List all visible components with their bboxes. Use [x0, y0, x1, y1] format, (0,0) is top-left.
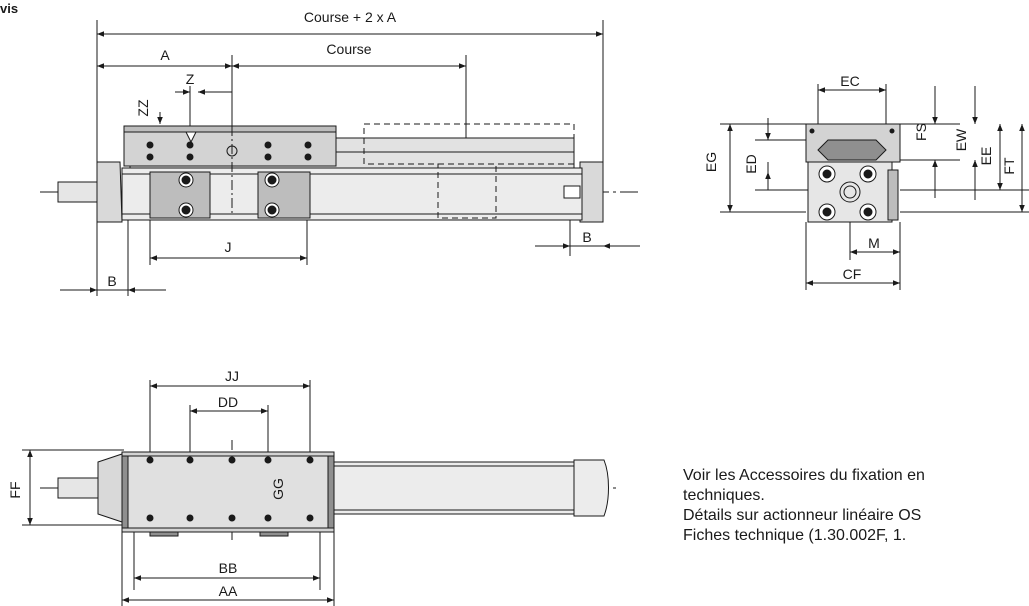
label-bb: BB: [219, 560, 238, 576]
notes-line-1: Voir les Accessoires du fixation en: [683, 467, 925, 484]
label-a: A: [160, 47, 170, 63]
label-b-left: B: [107, 273, 116, 289]
notes-block: Voir les Accessoires du fixation en tech…: [683, 466, 1029, 546]
label-ee: EE: [978, 147, 994, 166]
side-view: [40, 20, 640, 296]
label-dd: DD: [218, 394, 238, 410]
top-view: [22, 380, 620, 606]
label-zz: ZZ: [135, 99, 151, 117]
notes-line-2: techniques.: [683, 487, 765, 504]
notes-line-3: Détails sur actionneur linéaire OS: [683, 507, 922, 524]
label-z: Z: [186, 71, 195, 87]
label-ft: FT: [1001, 157, 1017, 175]
label-ec: EC: [840, 73, 859, 89]
notes-line-4: Fiches technique (1.30.002F, 1.: [683, 527, 907, 544]
label-b-right: B: [582, 229, 591, 245]
end-view: [720, 84, 1029, 290]
label-cf: CF: [843, 266, 862, 282]
label-eg: EG: [703, 152, 719, 172]
label-m: M: [868, 235, 880, 251]
label-j: J: [225, 239, 232, 255]
label-fs: FS: [913, 123, 929, 141]
label-ew: EW: [953, 128, 969, 151]
label-course-plus-2a: Course + 2 x A: [304, 9, 397, 25]
corner-text: vis: [0, 1, 19, 16]
label-aa: AA: [219, 583, 238, 599]
label-jj: JJ: [225, 368, 239, 384]
label-course: Course: [326, 41, 371, 57]
dimension-labels: Course + 2 x A Course A Z ZZ J B B EC EG…: [7, 9, 1017, 599]
label-ff: FF: [7, 481, 23, 498]
label-ed: ED: [743, 154, 759, 173]
label-gg: GG: [270, 478, 286, 500]
